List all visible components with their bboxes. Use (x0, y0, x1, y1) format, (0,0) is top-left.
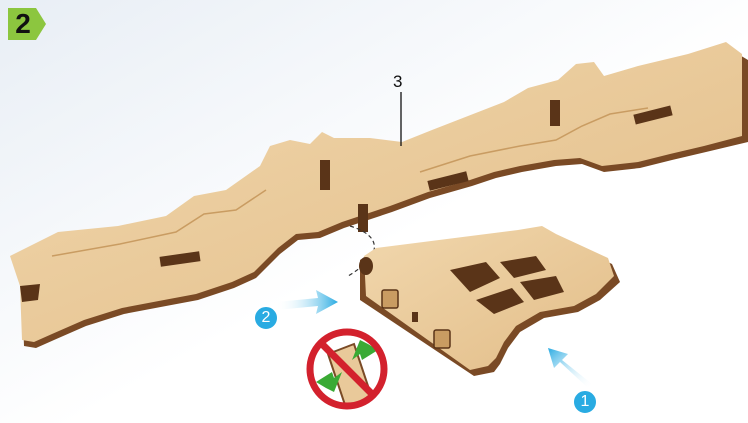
part-3-label: 3 (393, 72, 402, 92)
arrow-2-number: 2 (255, 307, 277, 329)
step-number: 2 (8, 8, 38, 40)
bracket-tab-2 (434, 330, 450, 348)
bracket-slot (412, 312, 418, 322)
rail-notch-3 (550, 100, 560, 126)
rail-end-cut (20, 284, 40, 302)
rail-notch-1 (320, 160, 330, 190)
rail-notch-2 (358, 204, 368, 232)
bracket-tab-1 (382, 290, 398, 308)
bracket-pivot-hole (359, 257, 373, 275)
arrow-1-number: 1 (574, 391, 596, 413)
no-glue-prohibition-icon (307, 329, 387, 409)
